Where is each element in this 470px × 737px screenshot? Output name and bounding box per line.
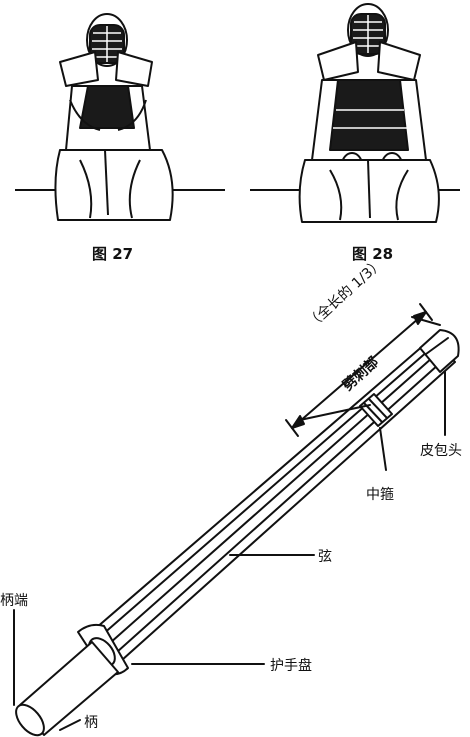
pommel-end-label: 柄端 [0, 593, 28, 609]
middle-band [359, 393, 393, 427]
tip-leather-label: 皮包头 [420, 443, 462, 459]
handle-label: 柄 [84, 715, 98, 731]
middle-band-label: 中箍 [366, 487, 394, 503]
guard-label: 护手盘 [270, 658, 312, 674]
tip-leather [419, 329, 460, 373]
string-label: 弦 [318, 549, 332, 565]
figure-28-caption: 图 28 [352, 245, 394, 263]
figure-27-caption: 图 27 [92, 245, 134, 263]
